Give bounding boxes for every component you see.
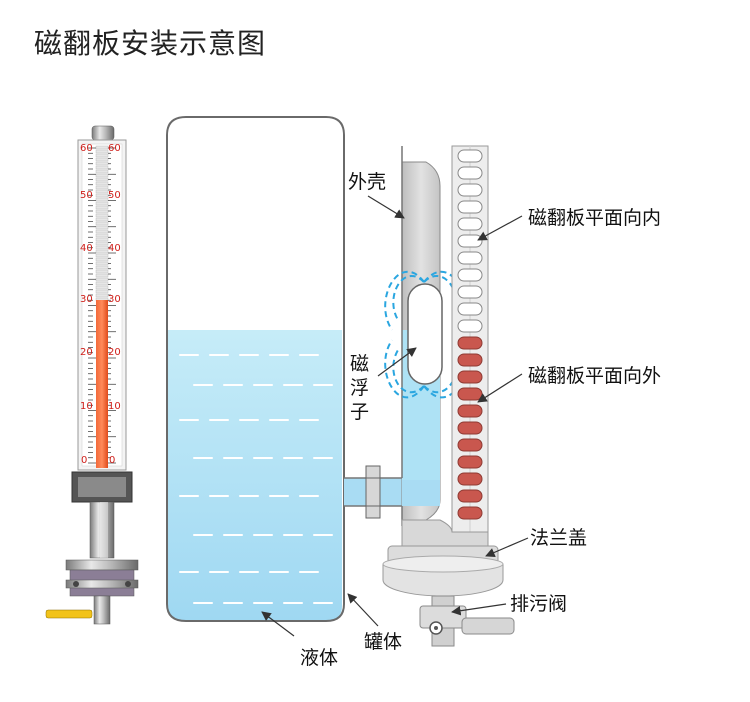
label-float-char-1: 磁 (350, 353, 369, 375)
gauge-flap (95, 217, 109, 222)
gauge-flap (95, 173, 109, 178)
gauge-flap (95, 221, 109, 226)
flip-panel-inward (457, 251, 483, 265)
gauge-flap (95, 145, 109, 150)
gauge-flap (95, 189, 109, 194)
gauge-flap (95, 265, 109, 270)
gauge-flap (95, 249, 109, 254)
flip-panel-outward (457, 336, 483, 350)
scale-tick-20: 20 (80, 347, 93, 358)
flip-panel-outward (457, 506, 483, 520)
scale-tick-40-right: 40 (108, 243, 121, 254)
scale-labels: 60 60 50 50 40 40 30 30 20 20 10 10 0 0 (80, 143, 121, 466)
flip-panel-outward (457, 353, 483, 367)
flip-panel-inward (457, 302, 483, 316)
flip-panel-outward (457, 421, 483, 435)
gauge-flap (95, 193, 109, 198)
gauge-flap (95, 285, 109, 290)
label-panel-outward: 磁翻板平面向外 (528, 365, 661, 387)
page-title: 磁翻板安装示意图 (34, 27, 267, 60)
scale-tick-0-right: 0 (109, 455, 115, 466)
label-float-char-2: 浮 (350, 377, 369, 399)
gauge-flap (95, 149, 109, 154)
gauge-flap (95, 201, 109, 206)
scale-tick-10: 10 (80, 401, 93, 412)
flip-panel-outward (457, 489, 483, 503)
scale-tick-60: 60 (80, 143, 93, 154)
flip-panel-inward (457, 234, 483, 248)
gauge-flap (95, 153, 109, 158)
gauge-flap (95, 161, 109, 166)
flip-panel-outward (457, 387, 483, 401)
gauge-flap (95, 269, 109, 274)
scale-tick-40: 40 (80, 243, 93, 254)
gauge-flap (95, 209, 109, 214)
leader-lines (261, 195, 529, 637)
gauge-flap (95, 281, 109, 286)
flip-panel-inward (457, 319, 483, 333)
gauge-flap (95, 229, 109, 234)
gauge-flap (95, 165, 109, 170)
flip-panel-inward (457, 149, 483, 163)
scale-tick-20-right: 20 (108, 347, 121, 358)
label-float-char-3: 子 (350, 401, 369, 423)
gauge-flap (95, 253, 109, 258)
scale-tick-50-right: 50 (108, 190, 121, 201)
label-liquid: 液体 (300, 647, 338, 669)
scale-tick-30: 30 (80, 294, 93, 305)
label-shell: 外壳 (348, 171, 386, 193)
gauge-flap (95, 233, 109, 238)
flip-panel-outward (457, 455, 483, 469)
flip-panel-outward (457, 370, 483, 384)
scale-tick-10-right: 10 (108, 401, 121, 412)
scale-tick-50: 50 (80, 190, 93, 201)
gauge-flap (95, 241, 109, 246)
scale-tick-30-right: 30 (108, 294, 121, 305)
flip-panel-outward (457, 404, 483, 418)
flip-panel-inward (457, 217, 483, 231)
gauge-flap (95, 293, 109, 298)
flip-panel-inward (457, 183, 483, 197)
scale-tick-60-right: 60 (108, 143, 121, 154)
flip-panel-inward (457, 268, 483, 282)
gauge-flap (95, 225, 109, 230)
gauge-flap (95, 185, 109, 190)
flip-panel-outward (457, 438, 483, 452)
label-panel-inward: 磁翻板平面向内 (528, 207, 661, 229)
flip-panel-inward (457, 285, 483, 299)
label-drain-valve: 排污阀 (510, 593, 567, 615)
gauge-flap (95, 205, 109, 210)
gauge-flap (95, 197, 109, 202)
gauge-flap (95, 273, 109, 278)
gauge-flap (95, 181, 109, 186)
flip-panel-inward (457, 200, 483, 214)
gauge-shell (382, 145, 515, 647)
gauge-flap (95, 157, 109, 162)
label-tank-body: 罐体 (364, 631, 402, 653)
gauge-flap (95, 169, 109, 174)
gauge-flap (95, 257, 109, 262)
connecting-pipe (344, 465, 402, 519)
gauge-flap (95, 277, 109, 282)
gauge-flap (95, 261, 109, 266)
gauge-flap (95, 245, 109, 250)
flip-panel-inward (457, 166, 483, 180)
gauge-flap (95, 237, 109, 242)
gauge-flap (95, 289, 109, 294)
label-flange-cover: 法兰盖 (530, 527, 587, 549)
gauge-flap (95, 213, 109, 218)
gauge-photo: 60 60 50 50 40 40 30 30 20 20 10 10 0 0 (45, 125, 139, 625)
flip-panel-outward (457, 472, 483, 486)
gauge-flap (95, 177, 109, 182)
tank (166, 116, 345, 622)
scale-tick-0: 0 (81, 455, 87, 466)
